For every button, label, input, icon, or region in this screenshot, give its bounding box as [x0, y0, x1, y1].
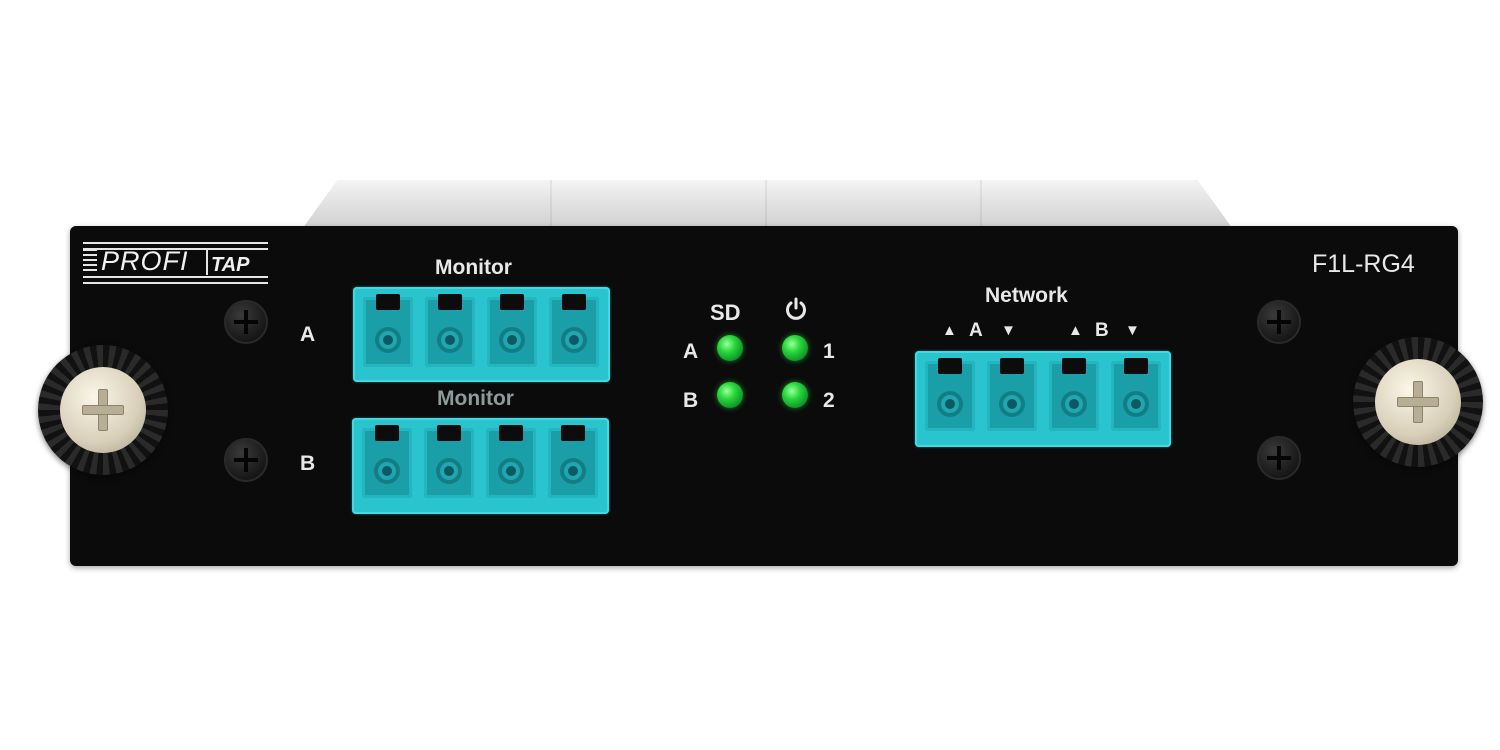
- sd-label: SD: [710, 300, 741, 325]
- monitor-b-port-block: [352, 418, 609, 514]
- network-group-a-label: A: [969, 320, 983, 341]
- port-ferrule-icon: [437, 327, 463, 353]
- network-a-up-arrow-icon: ▲: [942, 322, 957, 339]
- port-latch: [938, 358, 962, 374]
- logo-tap-text: TAP: [211, 254, 250, 276]
- port-latch: [437, 425, 461, 441]
- port-ferrule-icon: [561, 327, 587, 353]
- thumbscrew-cap: [60, 367, 146, 453]
- port-latch: [376, 294, 400, 310]
- panel-screw-icon: [224, 300, 268, 344]
- panel-screw-icon: [1257, 300, 1301, 344]
- port-ferrule-icon: [436, 458, 462, 484]
- lc-port[interactable]: [549, 294, 599, 367]
- port-latch: [1124, 358, 1148, 374]
- port-latch: [1062, 358, 1086, 374]
- port-ferrule-icon: [999, 391, 1025, 417]
- monitor-a-label: Monitor: [435, 256, 512, 279]
- monitor-row-b-label: B: [300, 452, 316, 475]
- port-latch: [1000, 358, 1024, 374]
- port-ferrule-icon: [1061, 391, 1087, 417]
- port-latch: [438, 294, 462, 310]
- chassis-seam: [550, 180, 552, 232]
- chassis-seam: [765, 180, 767, 232]
- thumbscrew-cap: [1375, 359, 1461, 445]
- sd-a-led: [717, 335, 743, 361]
- port-latch: [375, 425, 399, 441]
- device-chassis: [300, 180, 1235, 232]
- logo-stripe: [83, 242, 268, 250]
- network-a-down-arrow-icon: ▼: [1001, 322, 1016, 339]
- led-b-label: B: [683, 389, 699, 412]
- profitap-logo: PROFI TAP: [83, 242, 268, 284]
- port-latch: [499, 425, 523, 441]
- logo-stripe: [83, 276, 268, 284]
- power-1-led: [782, 335, 808, 361]
- panel-screw-icon: [224, 438, 268, 482]
- network-group-b-label: B: [1095, 320, 1109, 341]
- left-thumbscrew[interactable]: [38, 345, 168, 475]
- monitor-b-label: Monitor: [437, 387, 514, 410]
- port-ferrule-icon: [560, 458, 586, 484]
- network-b-down-arrow-icon: ▼: [1125, 322, 1140, 339]
- port-ferrule-icon: [937, 391, 963, 417]
- lc-port[interactable]: [925, 358, 975, 431]
- lc-port[interactable]: [548, 425, 598, 498]
- lc-port[interactable]: [987, 358, 1037, 431]
- logo-divider: [206, 250, 208, 275]
- port-ferrule-icon: [498, 458, 524, 484]
- logo-stripe: [83, 249, 97, 273]
- lc-port[interactable]: [486, 425, 536, 498]
- lc-port[interactable]: [424, 425, 474, 498]
- port-latch: [561, 425, 585, 441]
- monitor-row-a-label: A: [300, 323, 316, 346]
- network-label: Network: [985, 284, 1068, 307]
- port-ferrule-icon: [374, 458, 400, 484]
- panel-screw-icon: [1257, 436, 1301, 480]
- port-ferrule-icon: [375, 327, 401, 353]
- front-panel: [70, 226, 1458, 566]
- network-b-up-arrow-icon: ▲: [1068, 322, 1083, 339]
- power-2-led: [782, 382, 808, 408]
- right-thumbscrew[interactable]: [1353, 337, 1483, 467]
- lc-port[interactable]: [362, 425, 412, 498]
- power-icon: [786, 297, 806, 320]
- port-ferrule-icon: [1123, 391, 1149, 417]
- lc-port[interactable]: [363, 294, 413, 367]
- lc-port[interactable]: [487, 294, 537, 367]
- sd-b-led: [717, 382, 743, 408]
- port-latch: [562, 294, 586, 310]
- lc-port[interactable]: [1111, 358, 1161, 431]
- led-1-label: 1: [823, 340, 835, 363]
- logo-profi-text: PROFI: [101, 246, 189, 276]
- lc-port[interactable]: [425, 294, 475, 367]
- model-number: F1L-RG4: [1312, 250, 1415, 278]
- port-ferrule-icon: [499, 327, 525, 353]
- monitor-a-port-block: [353, 287, 610, 382]
- network-port-block: [915, 351, 1171, 447]
- lc-port[interactable]: [1049, 358, 1099, 431]
- led-a-label: A: [683, 340, 699, 363]
- port-latch: [500, 294, 524, 310]
- chassis-seam: [980, 180, 982, 232]
- led-2-label: 2: [823, 389, 835, 412]
